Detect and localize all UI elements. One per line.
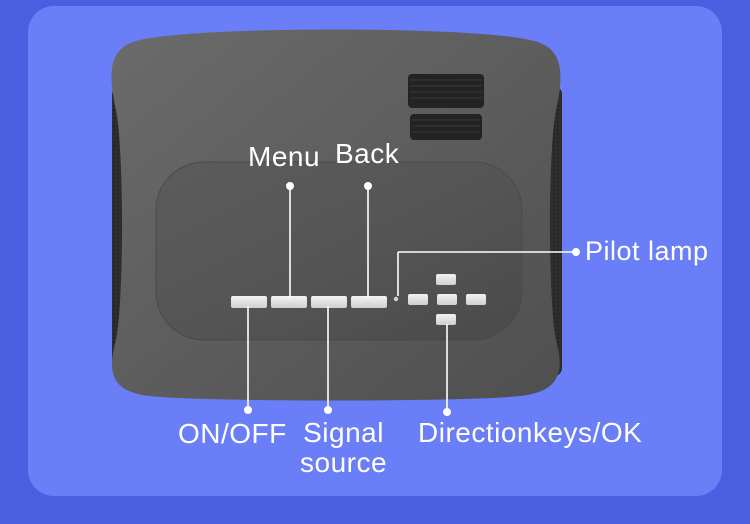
direction-up-key xyxy=(436,274,456,285)
top-vent-lower xyxy=(410,114,482,140)
back-button xyxy=(351,296,387,308)
signal-source-label: Signal source xyxy=(300,418,387,478)
top-vent-upper xyxy=(408,74,484,108)
signal-label-line2: source xyxy=(300,447,388,478)
ok-key xyxy=(437,294,457,305)
menu-label: Menu xyxy=(248,141,321,172)
signal-label-line1: Signal xyxy=(303,417,384,448)
direction-left-key xyxy=(408,294,428,305)
back-label: Back xyxy=(335,138,400,169)
pilot-lamp-label: Pilot lamp xyxy=(585,236,709,266)
direction-right-key xyxy=(466,294,486,305)
control-panel xyxy=(155,161,523,341)
direction-down-key xyxy=(436,314,456,325)
signal-source-button xyxy=(311,296,347,308)
direction-keys-label: Directionkeys/OK xyxy=(418,417,643,448)
on-off-button xyxy=(231,296,267,308)
menu-button xyxy=(271,296,307,308)
pilot-lamp xyxy=(393,296,399,302)
on-off-label: ON/OFF xyxy=(178,418,287,449)
